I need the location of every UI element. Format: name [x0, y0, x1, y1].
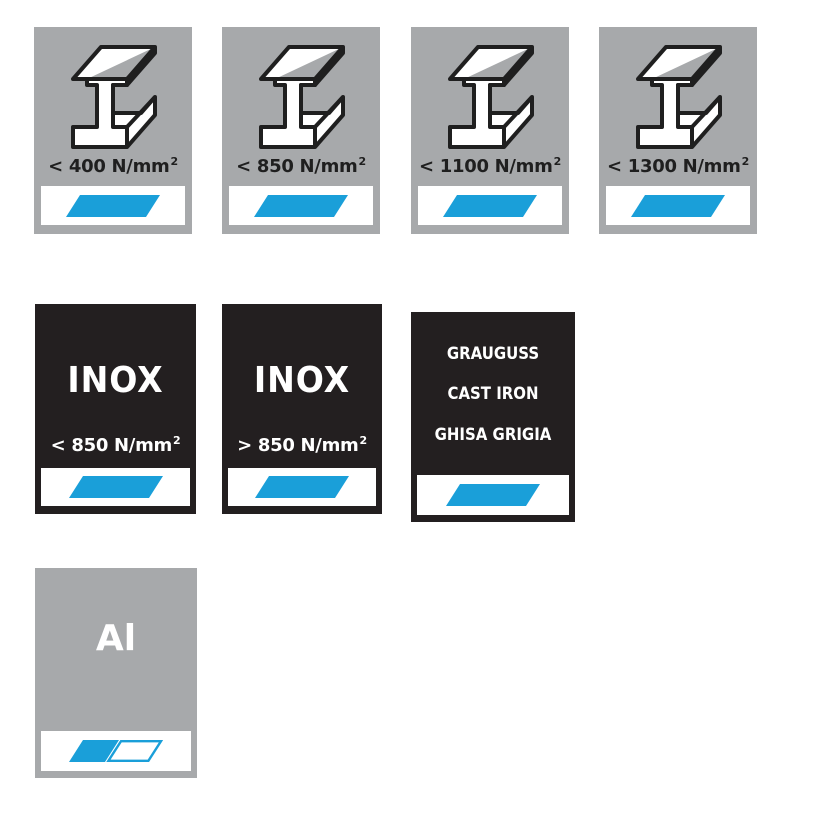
inox-card-above-850: INOX > 850 N/mm2 — [222, 304, 382, 514]
rating-box — [229, 186, 373, 225]
steel-card-1100: < 1100 N/mm2 — [411, 27, 569, 234]
strength-label: > 850 N/mm2 — [237, 434, 367, 456]
cast-iron-label-en: CAST IRON — [447, 384, 539, 404]
strength-label: < 850 N/mm2 — [50, 434, 181, 456]
rating-box — [41, 468, 190, 506]
inox-title: INOX — [253, 360, 351, 401]
cast-iron-label-de: GRAUGUSS — [446, 344, 540, 364]
steel-beam-icon — [259, 45, 345, 149]
aluminium-card: Al — [35, 568, 197, 778]
strength-label: < 850 N/mm2 — [236, 155, 366, 177]
rating-full-icon — [66, 194, 160, 217]
steel-beam-icon — [636, 45, 722, 149]
strength-label: < 400 N/mm2 — [48, 155, 178, 177]
rating-half-icon — [69, 740, 163, 762]
inox-card-below-850: INOX < 850 N/mm2 — [35, 304, 196, 514]
strength-label: < 1100 N/mm2 — [419, 155, 561, 177]
rating-full-icon — [254, 194, 348, 217]
rating-full-icon — [446, 484, 540, 506]
rating-box — [41, 186, 185, 225]
cast-iron-label-it: GHISA GRIGIA — [434, 425, 552, 445]
strength-label: < 1300 N/mm2 — [607, 155, 749, 177]
steel-card-1300: < 1300 N/mm2 — [599, 27, 757, 234]
steel-beam-icon — [448, 45, 534, 149]
steel-beam-icon — [71, 45, 157, 149]
rating-box — [228, 468, 376, 506]
rating-box — [418, 186, 562, 225]
inox-title: INOX — [67, 360, 164, 401]
rating-full-icon — [631, 194, 725, 217]
rating-box — [606, 186, 750, 225]
rating-full-icon — [255, 476, 349, 498]
cast-iron-card: GRAUGUSS CAST IRON GHISA GRIGIA — [411, 312, 575, 522]
rating-full-icon — [443, 194, 537, 217]
rating-full-icon — [68, 476, 163, 498]
aluminium-title: Al — [95, 618, 137, 659]
rating-box — [417, 475, 569, 515]
steel-card-400: < 400 N/mm2 — [34, 27, 192, 234]
steel-card-850: < 850 N/mm2 — [222, 27, 380, 234]
rating-box — [41, 731, 191, 771]
